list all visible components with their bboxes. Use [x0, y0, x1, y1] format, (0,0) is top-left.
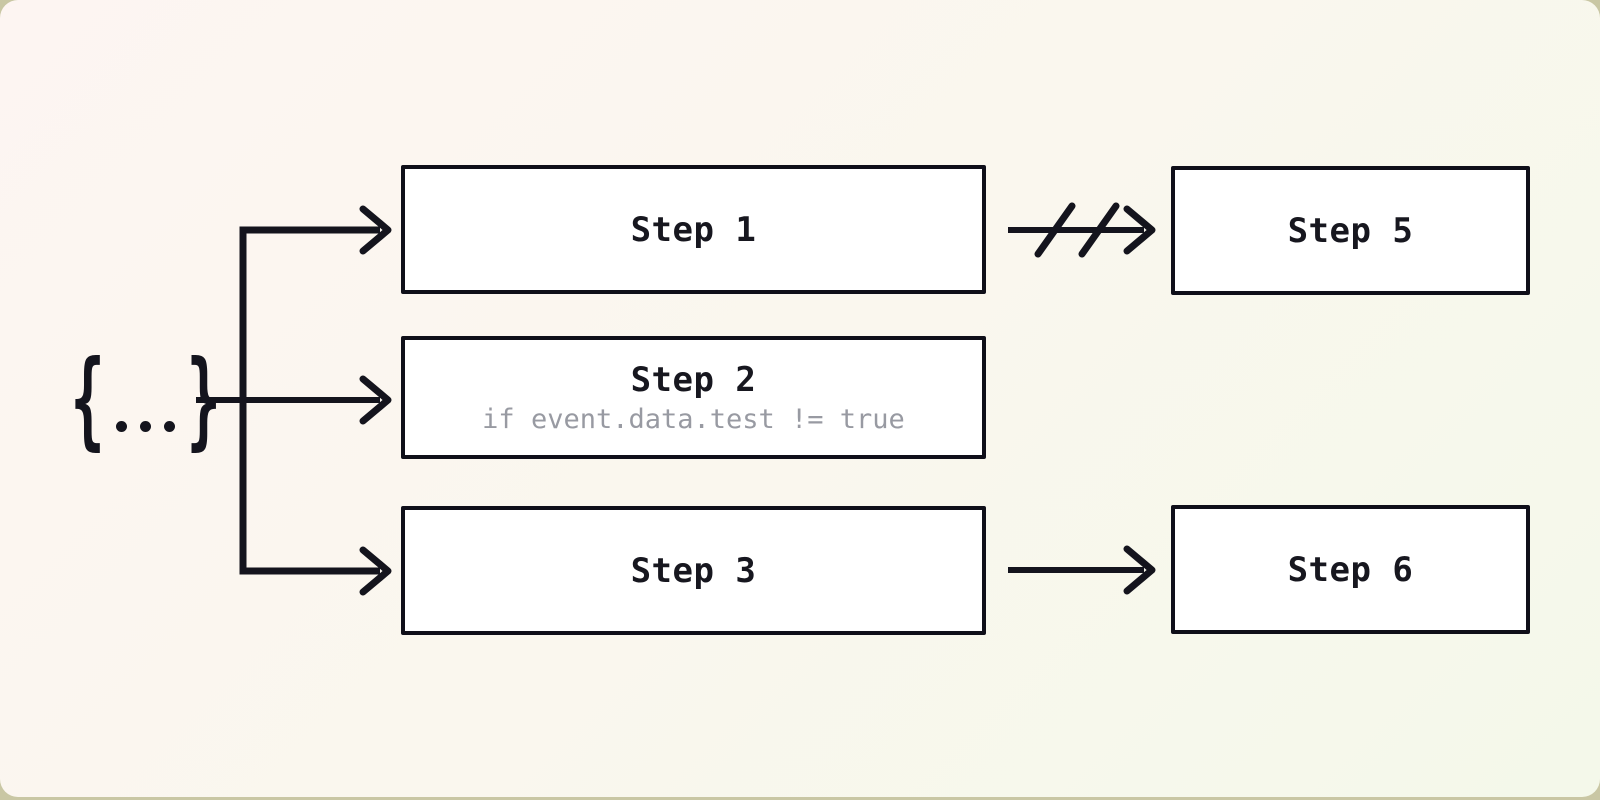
- node-step1: Step 1: [401, 165, 986, 294]
- node-step2: Step 2 if event.data.test != true: [401, 336, 986, 459]
- dot-icon: [140, 420, 152, 432]
- node-label: Step 3: [630, 550, 757, 591]
- right-brace: }: [186, 337, 222, 461]
- edge-step1-step5-cancelled: [1008, 202, 1156, 258]
- ellipsis-dots-icon: [116, 420, 176, 432]
- arrowhead-icon: [359, 205, 392, 255]
- node-step6: Step 6: [1171, 505, 1530, 634]
- node-step5: Step 5: [1171, 166, 1530, 295]
- dot-icon: [164, 420, 176, 432]
- edge-source-branch-trunk: [239, 205, 392, 596]
- node-label: Step 2: [630, 360, 757, 400]
- json-event-icon: { }: [60, 344, 232, 454]
- cancel-slash-icon: [1078, 202, 1120, 258]
- node-step3: Step 3: [401, 506, 986, 635]
- left-brace: {: [70, 337, 105, 461]
- node-condition: if event.data.test != true: [482, 404, 905, 435]
- arrowhead-icon: [1123, 545, 1156, 595]
- arrowhead-icon: [359, 546, 392, 596]
- arrowhead-icon: [359, 375, 392, 425]
- dot-icon: [116, 420, 128, 432]
- edge-step3-step6: [1008, 545, 1156, 595]
- cancel-slash-icon: [1034, 202, 1076, 258]
- node-label: Step 6: [1287, 549, 1414, 590]
- node-label: Step 5: [1287, 210, 1414, 251]
- node-label: Step 1: [630, 209, 757, 250]
- arrowhead-icon: [1123, 205, 1156, 255]
